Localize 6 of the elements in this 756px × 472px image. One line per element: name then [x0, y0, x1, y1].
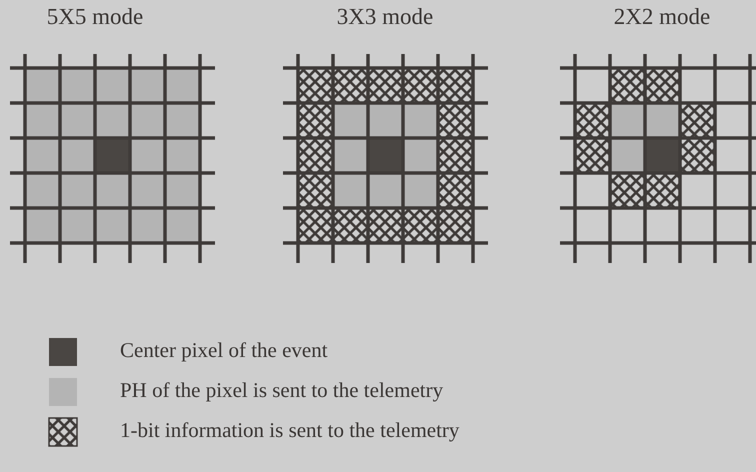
- mode-title: 5X5 mode: [46, 4, 144, 30]
- legend-text: Center pixel of the event: [120, 338, 328, 363]
- mode-title: 3X3 mode: [336, 4, 434, 30]
- mode-title: 2X2 mode: [614, 4, 710, 30]
- legend-text: PH of the pixel is sent to the telemetry: [120, 378, 444, 403]
- legend-text: 1-bit information is sent to the telemetry: [120, 418, 460, 443]
